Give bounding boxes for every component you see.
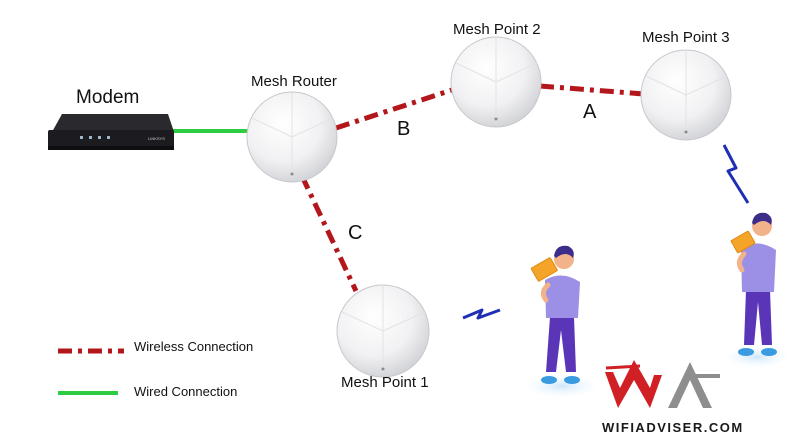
mesh-point-2-icon <box>450 36 542 128</box>
legend-wired-label: Wired Connection <box>134 384 238 399</box>
mesh-router-label: Mesh Router <box>251 73 337 90</box>
mesh-point-1-label: Mesh Point 1 <box>341 374 429 391</box>
link-label-a: A <box>583 101 597 123</box>
wireless-signal-icon <box>722 144 750 204</box>
wireless-signal-icon <box>462 308 501 320</box>
person-with-tablet-icon <box>727 212 787 367</box>
mesh-point-2-label: Mesh Point 2 <box>453 21 541 38</box>
wireless-connection-a <box>539 83 645 97</box>
mesh-point-3-icon <box>640 49 732 141</box>
wifiadviser-logo: WIFIADVISER.COM <box>602 360 744 435</box>
modem-icon: LINKSYS <box>48 114 174 150</box>
person-with-tablet-icon <box>528 245 596 397</box>
wireless-connection-c <box>299 174 359 293</box>
mesh-router-icon <box>246 91 338 183</box>
modem-label: Modem <box>76 87 140 108</box>
watermark-text: WIFIADVISER.COM <box>602 420 744 435</box>
mesh-point-3-label: Mesh Point 3 <box>642 29 730 46</box>
link-label-b: B <box>397 118 411 140</box>
link-label-c: C <box>348 222 363 244</box>
wireless-connection-b <box>335 85 459 131</box>
legend-wireless-label: Wireless Connection <box>134 339 254 354</box>
modem-brand-badge: LINKSYS <box>148 136 165 141</box>
mesh-point-1-icon <box>336 284 430 378</box>
